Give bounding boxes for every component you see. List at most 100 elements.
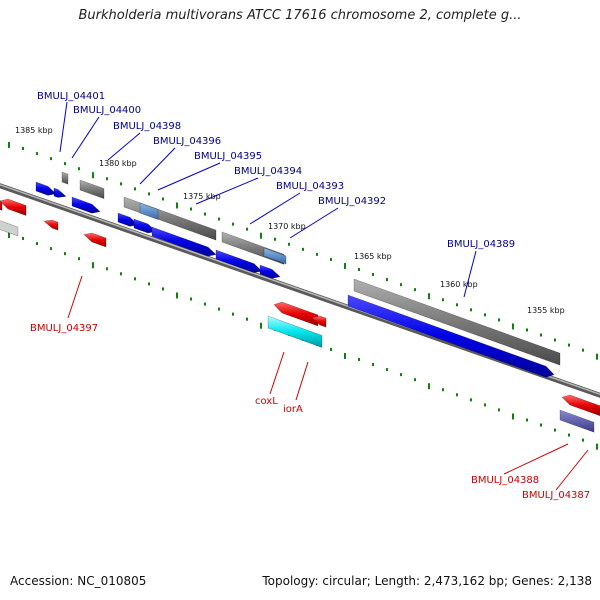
leader-forward <box>107 132 141 161</box>
ruler-dot-inner <box>470 398 472 402</box>
ruler-dot-inner <box>218 307 220 311</box>
ruler-dot-outer <box>274 237 276 241</box>
ruler-dot-outer <box>260 232 262 239</box>
ruler-dot-outer <box>288 242 290 246</box>
ruler-dot-inner <box>190 297 192 301</box>
ruler-dot-inner <box>120 272 122 276</box>
gene-label-reverse[interactable]: BMULJ_04397 <box>30 323 98 334</box>
ruler-dot-inner <box>260 322 262 329</box>
ruler-dot-outer <box>540 333 542 337</box>
ruler-dot-outer <box>414 288 416 292</box>
ruler-dot-outer <box>64 162 66 166</box>
ruler-dot-inner <box>36 242 38 246</box>
gene-label-forward[interactable]: BMULJ_04394 <box>234 166 302 177</box>
leader-forward <box>71 116 100 159</box>
ruler-dot-inner <box>442 388 444 392</box>
gene-label-forward[interactable]: BMULJ_04392 <box>318 196 386 207</box>
ruler-dot-inner <box>204 302 206 306</box>
gene-label-forward[interactable]: BMULJ_04395 <box>194 151 262 162</box>
gene-label-forward[interactable]: BMULJ_04393 <box>276 181 344 192</box>
gene-forward <box>53 187 67 198</box>
ruler-dot-outer <box>78 167 80 171</box>
ruler-dot-inner <box>400 373 402 377</box>
ruler-dot-outer <box>232 222 234 226</box>
ruler-dot-outer <box>442 298 444 302</box>
ruler-dot-outer <box>106 177 108 181</box>
leader-reverse <box>295 361 309 401</box>
gene-label-reverse[interactable]: iorA <box>283 404 303 415</box>
ruler-dot-outer <box>344 262 346 269</box>
gene-label-forward[interactable]: BMULJ_04401 <box>37 91 105 102</box>
label-leaders <box>59 101 589 491</box>
ruler-dot-outer <box>596 353 598 360</box>
gene-label-forward[interactable]: BMULJ_04400 <box>73 105 141 116</box>
ruler-dot-outer <box>120 182 122 186</box>
gene-label-reverse[interactable]: coxL <box>255 396 278 407</box>
ruler-dot-inner <box>456 393 458 397</box>
gene-forward <box>259 264 281 279</box>
gene-forward <box>215 249 263 273</box>
ruler-dot-inner <box>512 413 514 420</box>
gene-pseudo-reverse <box>0 220 19 237</box>
ruler-dot-outer <box>316 252 318 256</box>
leader-forward <box>249 192 301 225</box>
ruler-dot-outer <box>428 293 430 300</box>
ruler-dot-outer <box>484 313 486 317</box>
ruler-dot-outer <box>190 207 192 211</box>
accession-text: Accession: NC_010805 <box>10 574 147 588</box>
gene-reverse <box>561 394 600 417</box>
ruler-dot-outer <box>554 338 556 342</box>
gene-forward <box>71 196 101 214</box>
gene-label-reverse[interactable]: BMULJ_04388 <box>471 475 539 486</box>
ruler-dot-inner <box>148 282 150 286</box>
gene-track <box>0 171 600 433</box>
gene-segment <box>263 247 287 265</box>
ruler-dot-inner <box>8 232 10 238</box>
ruler-dot-inner <box>596 443 598 450</box>
ruler-dot-inner <box>414 378 416 382</box>
ruler-dot-inner <box>50 247 52 251</box>
ruler-dot-outer <box>400 283 402 287</box>
gene-reverse <box>0 198 27 216</box>
ruler-dot-outer <box>50 157 52 161</box>
ruler-label: 1380 kbp <box>99 159 137 168</box>
ruler-dot-outer <box>470 308 472 312</box>
gene-other <box>559 409 595 433</box>
gene-label-forward[interactable]: BMULJ_04396 <box>153 136 221 147</box>
ruler-dot-outer <box>218 217 220 221</box>
ruler-dot-outer <box>456 303 458 307</box>
leader-forward <box>289 207 339 239</box>
gene-pseudo <box>353 278 561 366</box>
leader-reverse <box>555 449 589 491</box>
ruler-dot-inner <box>428 383 430 390</box>
ruler-dot-inner <box>78 257 80 261</box>
ruler-dot-inner <box>246 317 248 321</box>
ruler-dot-outer <box>526 328 528 332</box>
gene-label-forward[interactable]: BMULJ_04398 <box>113 121 181 132</box>
ruler-dot-outer <box>204 212 206 216</box>
ruler-dot-outer <box>246 227 248 231</box>
ruler-label: 1365 kbp <box>354 252 392 261</box>
gene-label-forward[interactable]: BMULJ_04389 <box>447 239 515 250</box>
ruler-dot-inner <box>176 292 178 299</box>
ruler-label: 1370 kbp <box>268 222 306 231</box>
ruler-dot-inner <box>162 287 164 291</box>
genome-summary: Topology: circular; Length: 2,473,162 bp… <box>262 574 592 588</box>
gene-forward <box>151 226 217 257</box>
ruler-dot-outer <box>568 343 570 347</box>
ruler-dot-outer <box>358 268 360 271</box>
ruler-dot-outer <box>302 247 304 251</box>
ruler-dot-inner <box>498 408 500 412</box>
gene-label-reverse[interactable]: BMULJ_04387 <box>522 490 590 501</box>
ruler-dot-outer <box>512 323 514 330</box>
ruler-dot-outer <box>22 147 24 151</box>
ruler-dot-outer <box>372 273 374 277</box>
leader-forward <box>195 177 259 205</box>
ruler-dot-inner <box>372 363 374 367</box>
leader-reverse <box>269 351 285 395</box>
ruler-dot-outer <box>134 187 136 191</box>
leader-forward <box>59 101 68 153</box>
gene-pseudo <box>61 171 69 185</box>
gene-segment <box>139 202 159 220</box>
